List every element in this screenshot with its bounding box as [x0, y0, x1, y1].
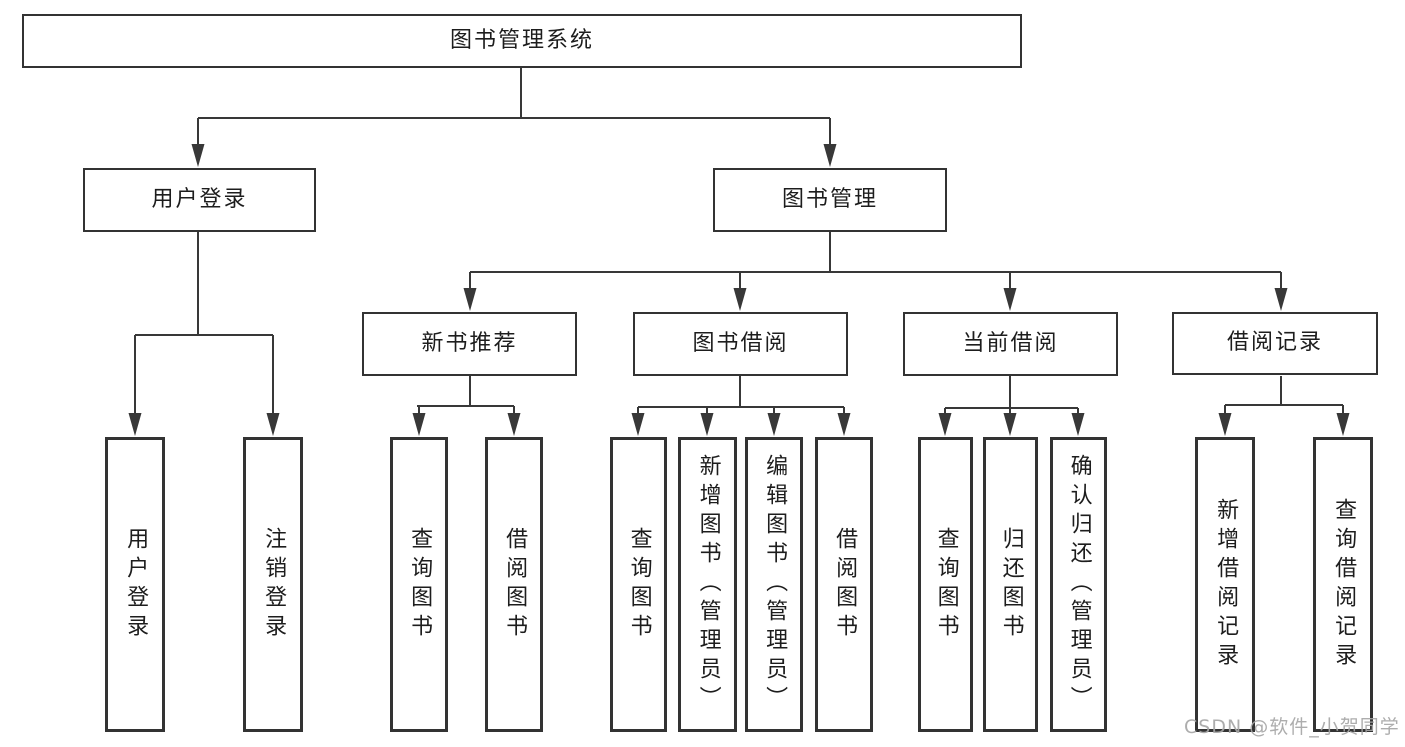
- node-query-borrow-record: 查询借阅记录: [1313, 437, 1373, 732]
- node-root: 图书管理系统: [22, 14, 1022, 68]
- node-book-borrow-label: 图书借阅: [692, 330, 789, 356]
- node-query-book-2: 查询图书: [610, 437, 667, 732]
- node-query-book-2-label: 查询图书: [626, 526, 652, 643]
- node-login-label: 用户登录: [123, 526, 149, 643]
- node-edit-book-label: 编辑图书（管理员）: [762, 454, 788, 715]
- node-query-book-3: 查询图书: [918, 437, 973, 732]
- node-login: 用户登录: [105, 437, 165, 732]
- node-root-label: 图书管理系统: [449, 27, 594, 53]
- node-borrow-record-label: 借阅记录: [1226, 330, 1323, 356]
- node-borrow-book-2: 借阅图书: [815, 437, 873, 732]
- node-borrow-book-1: 借阅图书: [485, 437, 543, 732]
- node-add-book: 新增图书（管理员）: [678, 437, 737, 732]
- node-return-book: 归还图书: [983, 437, 1038, 732]
- node-book-mgmt-label: 图书管理: [781, 186, 878, 212]
- node-edit-book: 编辑图书（管理员）: [745, 437, 803, 732]
- node-confirm-return-label: 确认归还（管理员）: [1066, 454, 1092, 715]
- node-query-book-1-label: 查询图书: [407, 526, 433, 643]
- node-new-book-rec-label: 新书推荐: [421, 330, 518, 356]
- node-book-borrow: 图书借阅: [633, 312, 848, 376]
- node-add-book-label: 新增图书（管理员）: [695, 454, 721, 715]
- node-query-book-3-label: 查询图书: [933, 526, 959, 643]
- node-user-login: 用户登录: [83, 168, 316, 232]
- node-borrow-book-2-label: 借阅图书: [832, 526, 858, 643]
- node-borrow-book-1-label: 借阅图书: [502, 526, 528, 643]
- node-logout: 注销登录: [243, 437, 303, 732]
- node-add-borrow-record: 新增借阅记录: [1195, 437, 1255, 732]
- node-confirm-return: 确认归还（管理员）: [1050, 437, 1107, 732]
- node-book-mgmt: 图书管理: [713, 168, 947, 232]
- node-return-book-label: 归还图书: [998, 526, 1024, 643]
- node-current-borrow: 当前借阅: [903, 312, 1118, 376]
- node-query-book-1: 查询图书: [390, 437, 448, 732]
- node-borrow-record: 借阅记录: [1172, 312, 1378, 375]
- node-new-book-rec: 新书推荐: [362, 312, 577, 376]
- node-query-borrow-record-label: 查询借阅记录: [1331, 497, 1357, 672]
- node-logout-label: 注销登录: [261, 526, 287, 643]
- node-current-borrow-label: 当前借阅: [962, 330, 1059, 356]
- node-user-login-label: 用户登录: [151, 186, 248, 212]
- csdn-watermark: CSDN @软件_小贺同学: [1184, 716, 1400, 738]
- node-add-borrow-record-label: 新增借阅记录: [1213, 497, 1239, 672]
